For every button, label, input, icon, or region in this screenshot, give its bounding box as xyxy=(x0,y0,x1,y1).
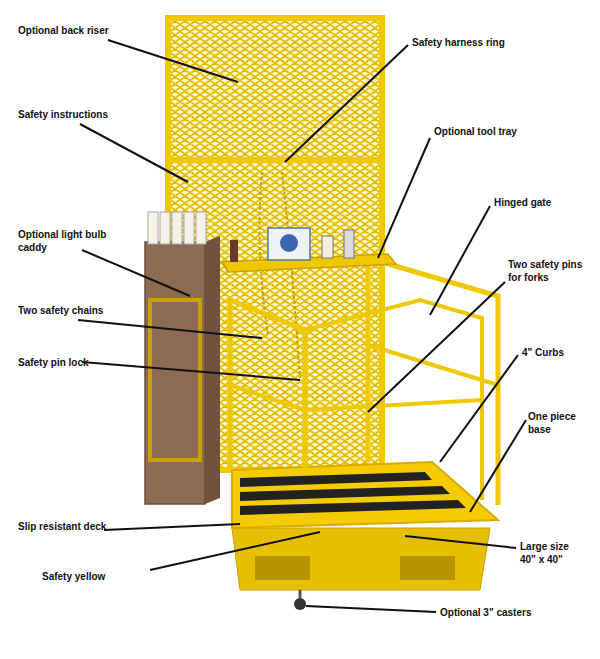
leader-line xyxy=(104,524,240,530)
callout-label: Two safety pins for forks xyxy=(508,258,588,284)
leader-line xyxy=(82,250,190,296)
leader-line xyxy=(80,124,188,182)
callout-label: One piece base xyxy=(528,410,590,436)
leader-line xyxy=(405,536,516,548)
leader-line xyxy=(108,40,238,82)
bulb-tube xyxy=(184,212,194,244)
callout-label: Safety pin lock xyxy=(18,356,118,369)
deck xyxy=(232,462,498,528)
tray-can xyxy=(344,230,354,258)
bulb-tube xyxy=(148,212,158,244)
bulb-tube xyxy=(196,212,206,244)
callout-label: Large size 40" x 40" xyxy=(520,540,582,566)
caster-mount xyxy=(299,590,302,598)
left-mid-rail xyxy=(230,385,305,410)
leader-line xyxy=(306,606,436,612)
leader-line xyxy=(150,532,320,570)
tray-can xyxy=(230,240,238,262)
callout-label: Hinged gate xyxy=(494,196,584,209)
caster-wheel xyxy=(294,598,306,610)
base-front xyxy=(232,528,490,590)
leader-line xyxy=(285,45,408,162)
slip-strip xyxy=(240,472,432,487)
slip-strip xyxy=(240,500,466,515)
callout-label: 4" Curbs xyxy=(522,346,592,359)
left-railing xyxy=(230,300,305,470)
leader-line xyxy=(470,420,526,512)
riser-bar xyxy=(168,157,382,163)
leader-line xyxy=(378,138,430,258)
safety-chain xyxy=(282,172,300,378)
slip-strip xyxy=(240,486,450,501)
leader-lines xyxy=(78,40,526,612)
rail-post xyxy=(366,258,371,462)
callout-label: Two safety chains xyxy=(18,304,128,317)
callout-label: Optional light bulb caddy xyxy=(18,228,113,254)
bulb-tube xyxy=(172,212,182,244)
fork-pocket xyxy=(400,556,455,580)
caddy-side xyxy=(205,236,220,504)
leader-line xyxy=(430,206,490,315)
leader-line xyxy=(78,320,262,338)
leader-line xyxy=(440,355,518,462)
callout-label: Safety yellow xyxy=(42,570,142,583)
tray-box xyxy=(268,228,310,260)
callout-label: Slip resistant deck xyxy=(18,520,128,533)
tray-box-logo xyxy=(280,234,298,252)
callout-label: Safety instructions xyxy=(18,108,128,121)
callout-label: Optional 3" casters xyxy=(440,606,570,619)
callout-label: Optional back riser xyxy=(18,24,128,37)
callout-label: Optional tool tray xyxy=(434,125,544,138)
tray-can xyxy=(322,236,333,258)
fork-pocket xyxy=(255,556,310,580)
gate-rail xyxy=(305,400,482,410)
caddy-frame xyxy=(150,300,200,460)
bulb-tube xyxy=(160,212,170,244)
callout-label: Safety harness ring xyxy=(412,36,532,49)
leader-line xyxy=(82,362,300,380)
right-railing xyxy=(368,258,498,505)
leader-line xyxy=(368,282,505,412)
